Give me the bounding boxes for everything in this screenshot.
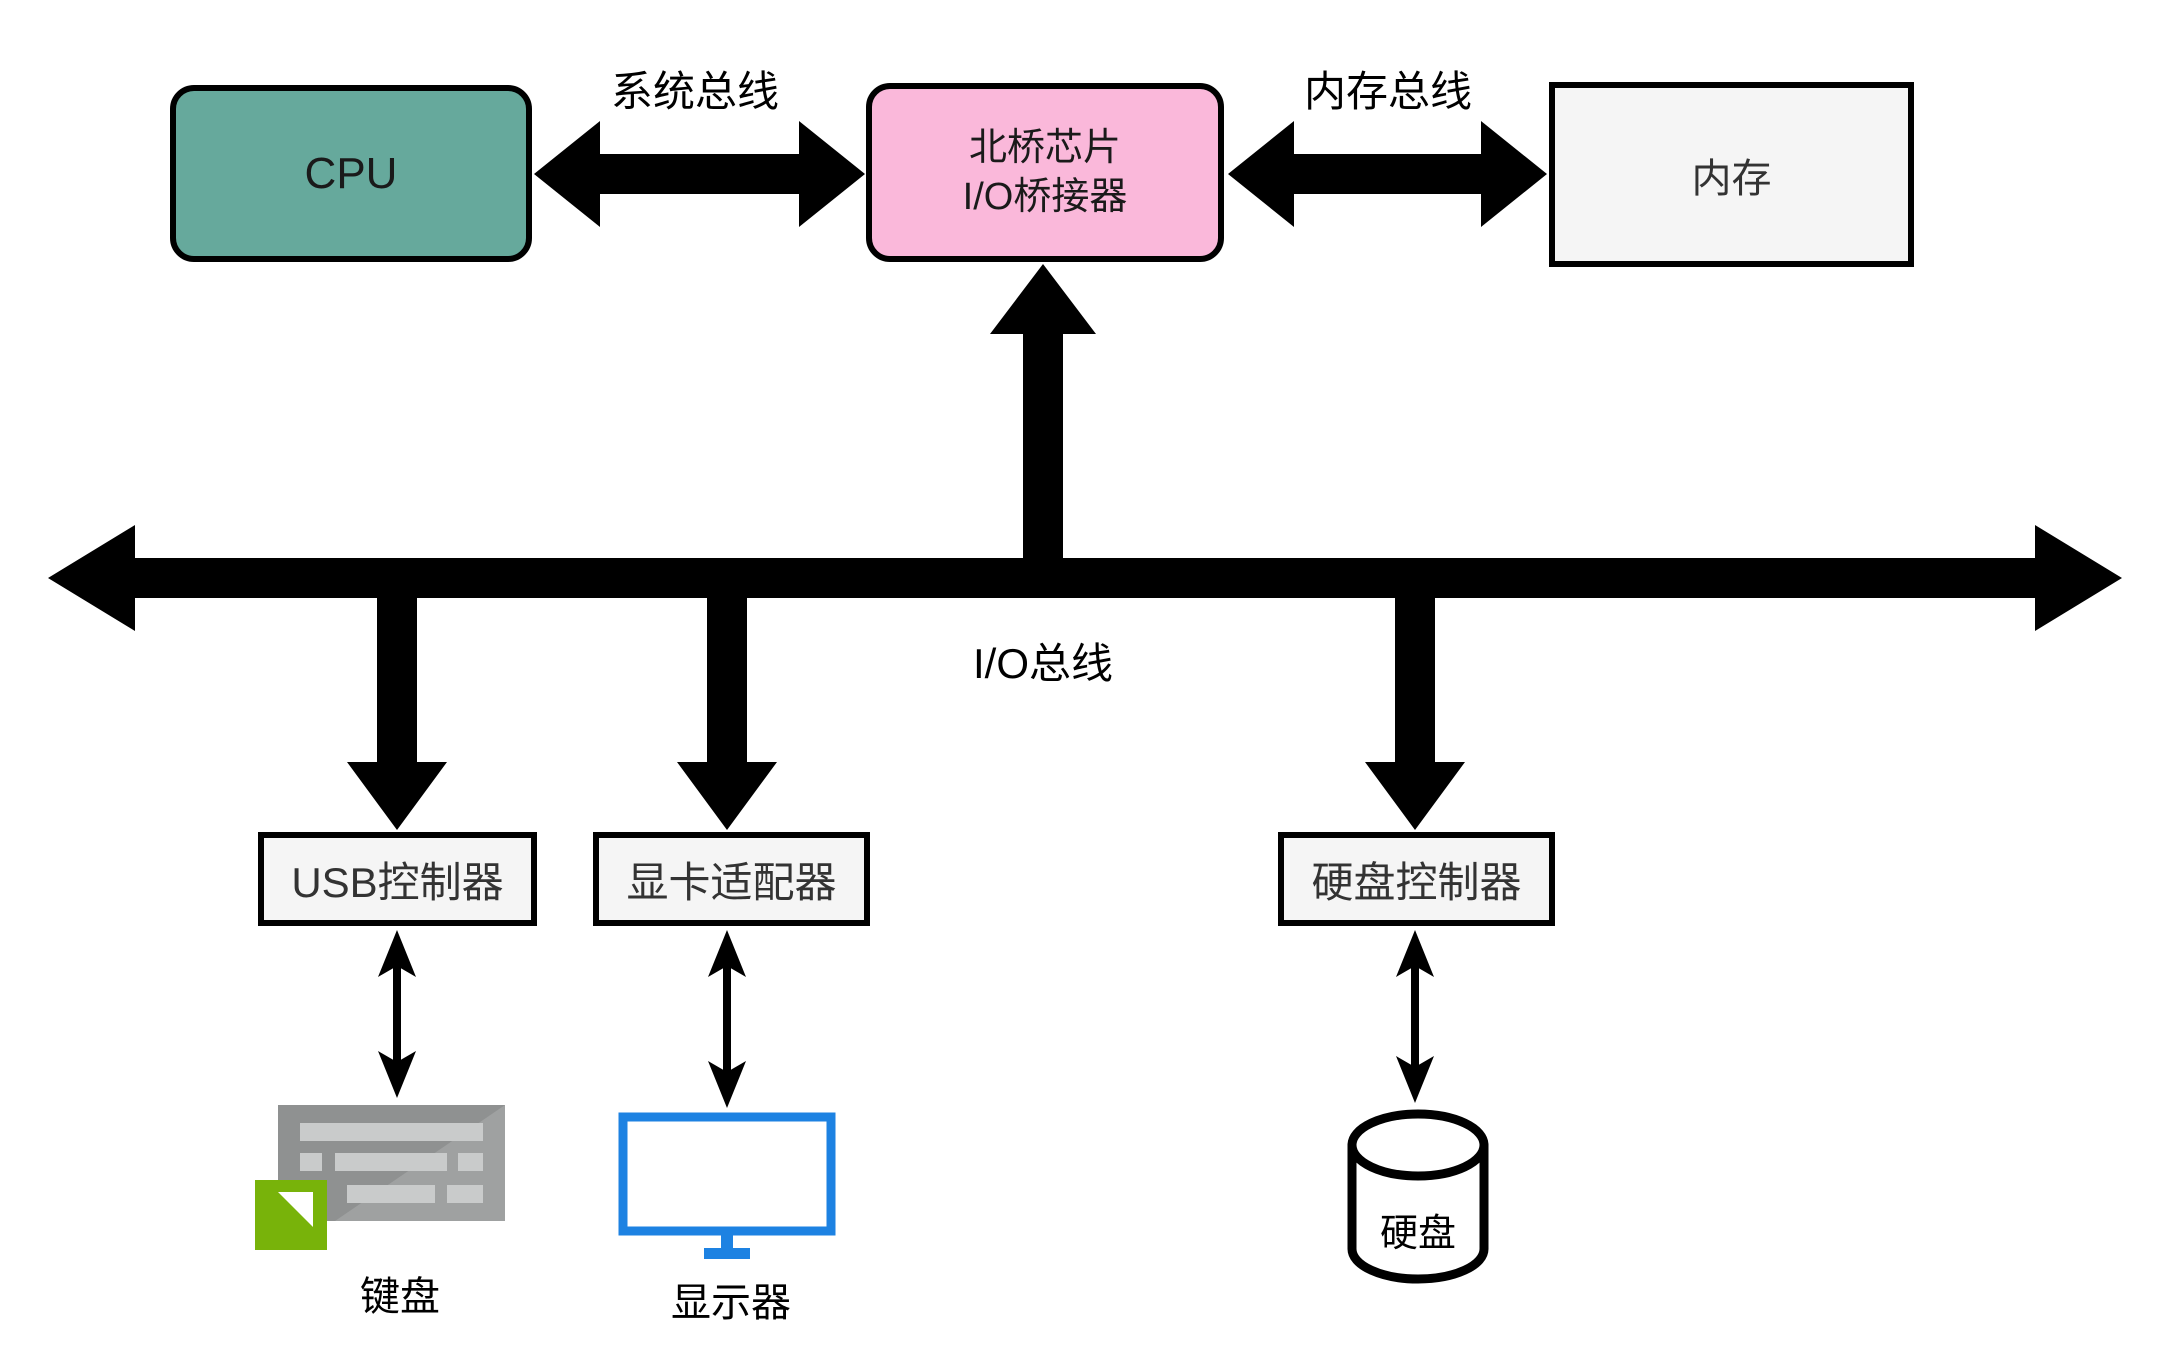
usb-branch-arrow [347,596,447,830]
disk-branch-arrow [1365,596,1465,830]
graphics-adapter-node: 显卡适配器 [593,832,870,926]
usb-controller-node: USB控制器 [258,832,537,926]
memory-node: 内存 [1549,82,1914,267]
graphics-adapter-label: 显卡适配器 [626,858,837,906]
graphics-branch-arrow [677,596,777,830]
hard-disk-icon [1347,1109,1489,1284]
disk-controller-node: 硬盘控制器 [1278,832,1555,926]
disk-controller-label: 硬盘控制器 [1311,858,1522,906]
monitor-icon [618,1112,836,1259]
monitor-label: 显示器 [671,1281,791,1325]
usb-keyboard-arrow [378,930,416,1098]
northbridge-up-arrow [990,264,1096,578]
cursor-green-square [255,1180,327,1250]
memory-bus-arrow [1228,121,1547,227]
cpu-label: CPU [304,148,398,198]
keyboard-label: 键盘 [360,1275,440,1319]
io-bus-bar [48,525,2122,631]
graphics-monitor-arrow [708,930,746,1108]
hard-disk-label: 硬盘 [1379,1213,1457,1255]
northbridge-label-line1: 北桥芯片 [968,126,1121,169]
system-bus-arrow [534,121,865,227]
keyboard-icon [255,1105,505,1250]
memory-bus-label: 内存总线 [1303,68,1473,115]
northbridge-label-line2: I/O桥接器 [962,175,1128,218]
disk-harddisk-arrow [1396,930,1434,1103]
memory-label: 内存 [1691,156,1772,201]
cpu-node: CPU [170,85,532,262]
cursor-triangle [278,1192,313,1227]
io-bus-label: I/O总线 [972,640,1114,687]
usb-controller-label: USB控制器 [291,858,504,906]
system-bus-label: 系统总线 [610,68,780,115]
northbridge-node: 北桥芯片 I/O桥接器 [866,83,1224,262]
